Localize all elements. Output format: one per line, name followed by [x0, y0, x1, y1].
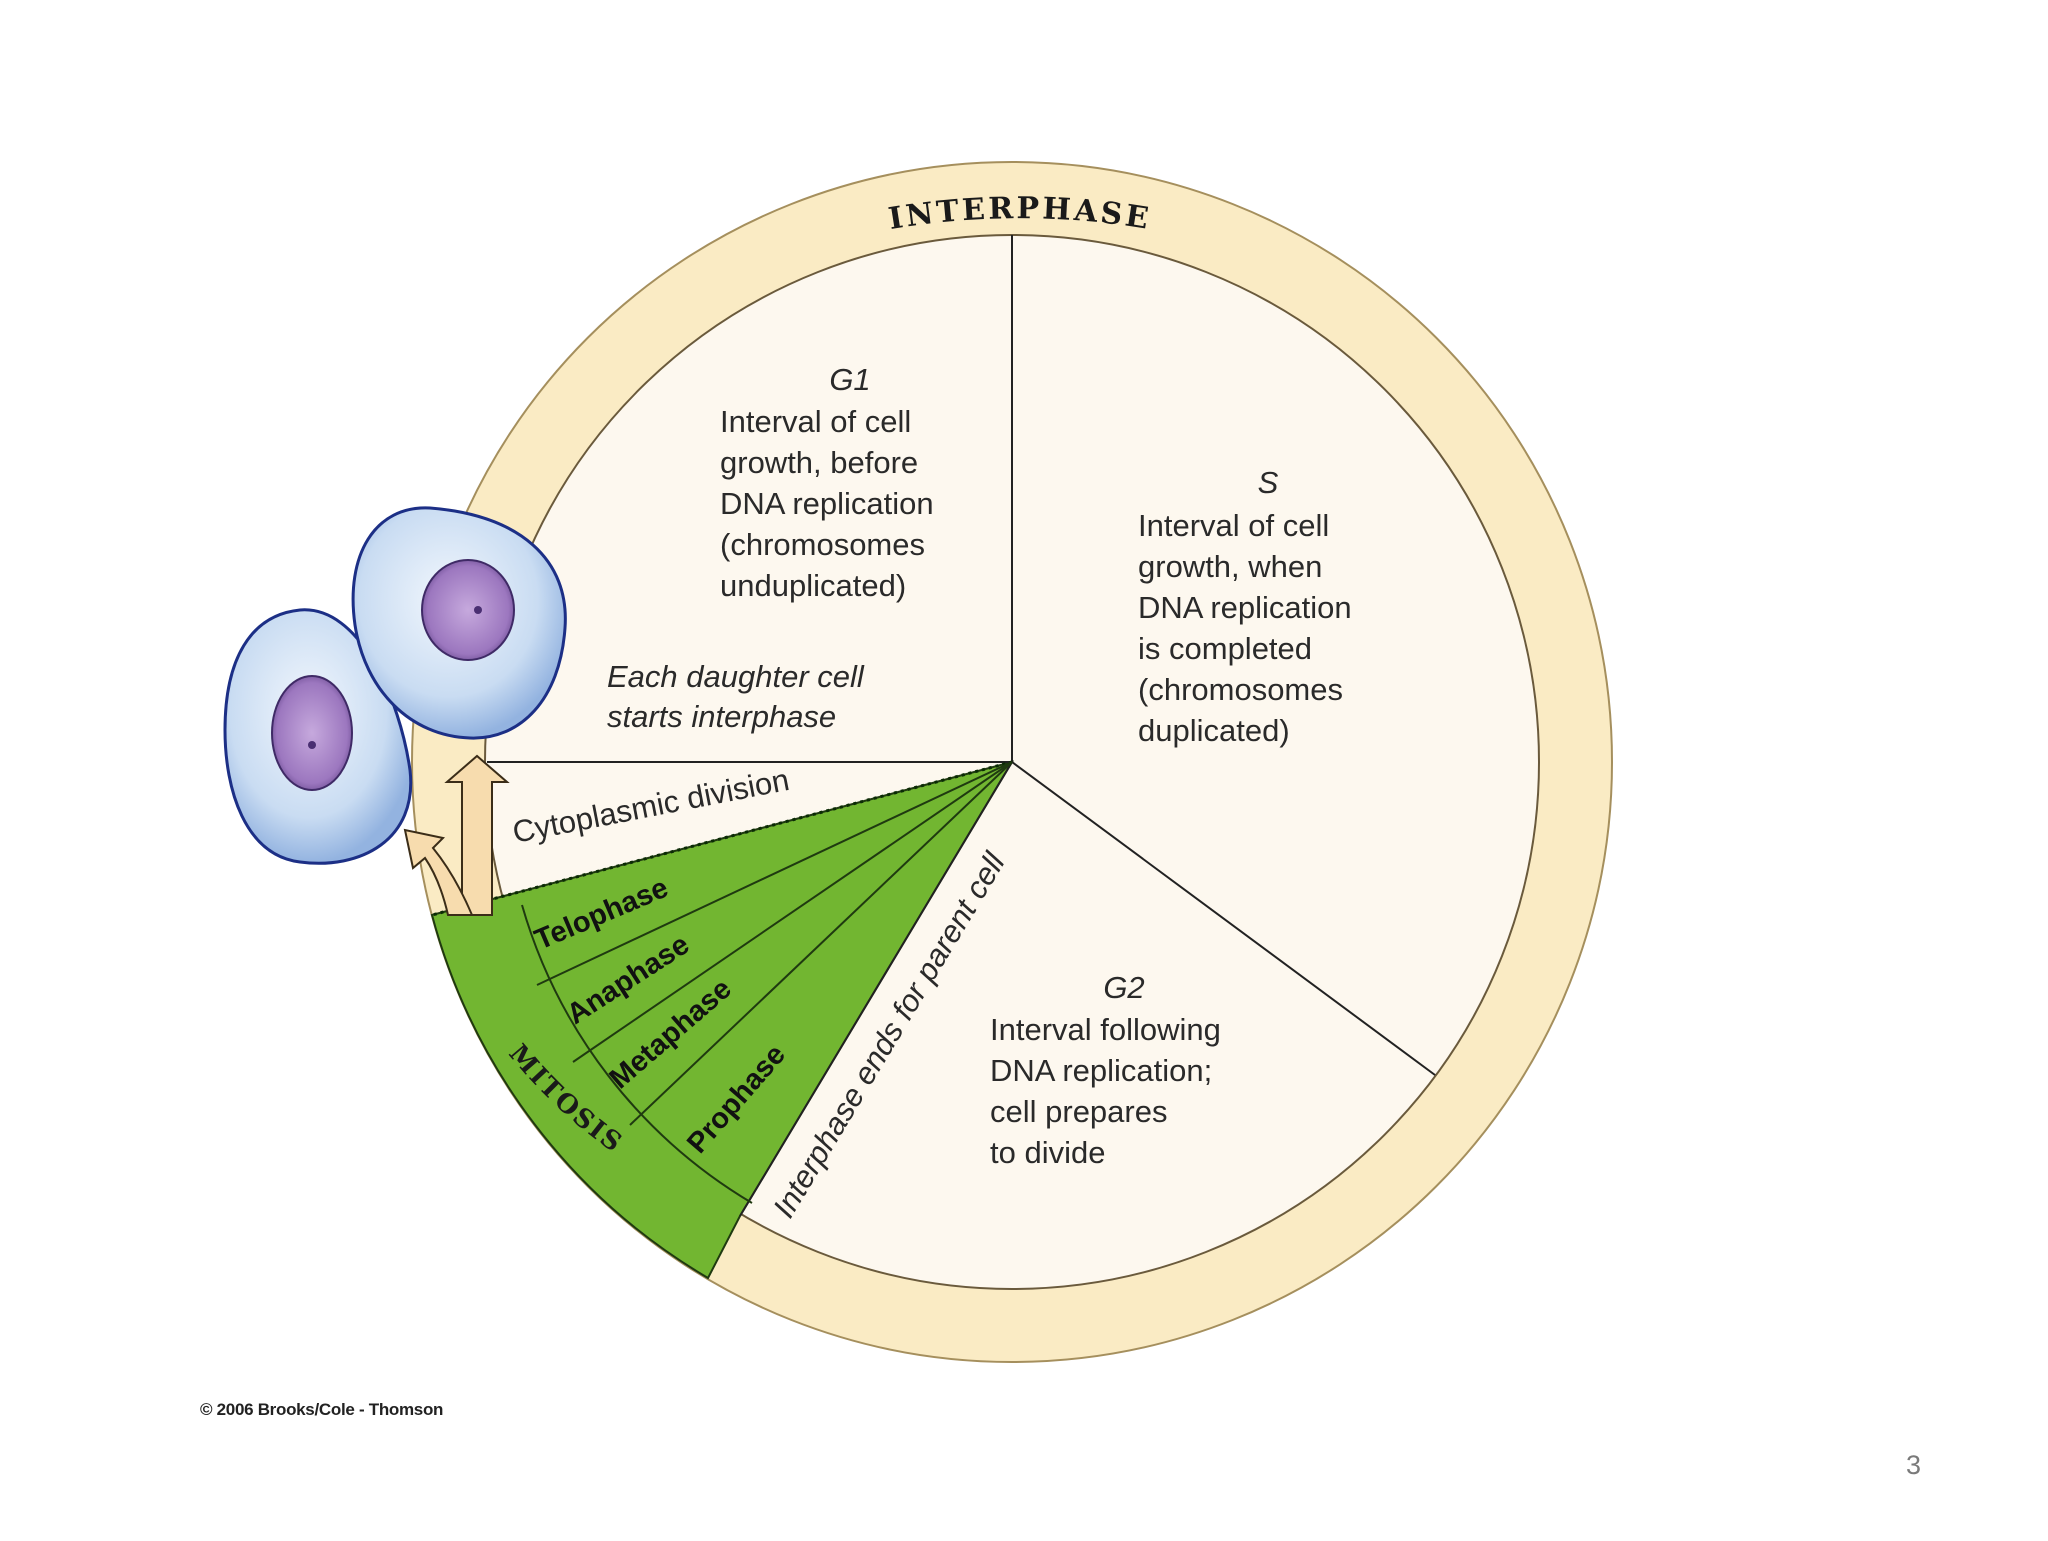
daughter-cell-left [223, 608, 413, 865]
g1-line-1: Interval of cell [720, 404, 911, 439]
g1-text-block: G1 Interval of cell growth, before DNA r… [720, 362, 934, 603]
g2-text-block: G2 Interval following DNA replication; c… [990, 970, 1221, 1170]
divider-mitosis-top [431, 760, 1013, 917]
page-number: 3 [1906, 1450, 1922, 1480]
daughter-cell-right [351, 506, 567, 740]
g2-line-1: Interval following [990, 1012, 1221, 1047]
mitosis-inner-arc [521, 904, 753, 1204]
arrow-up [444, 754, 510, 916]
g2-line-2: DNA replication; [990, 1053, 1212, 1088]
g1-line-5: unduplicated) [720, 568, 906, 603]
arrow-diagonal [403, 828, 474, 916]
s-text-block: S Interval of cell growth, when DNA repl… [1138, 465, 1352, 748]
daughter-note-line-2: starts interphase [607, 699, 836, 734]
stage-divider-3 [629, 761, 1013, 1126]
s-line-5: (chromosomes [1138, 672, 1343, 707]
g1-name: G1 [829, 362, 870, 397]
s-line-2: growth, when [1138, 549, 1322, 584]
s-line-6: duplicated) [1138, 713, 1290, 748]
stage-divider-2 [572, 761, 1013, 1063]
copyright-notice: © 2006 Brooks/Cole - Thomson [200, 1400, 444, 1419]
divider-s-g2 [1011, 761, 1436, 1076]
g2-line-3: cell prepares [990, 1094, 1167, 1129]
s-line-3: DNA replication [1138, 590, 1352, 625]
g1-line-4: (chromosomes [720, 527, 925, 562]
stage-divider-1 [536, 761, 1013, 986]
divider-mitosis-bottom [739, 761, 1013, 1217]
s-line-4: is completed [1138, 631, 1312, 666]
mitosis-wedge [430, 760, 1015, 1280]
s-line-1: Interval of cell [1138, 508, 1329, 543]
daughter-note-line-1: Each daughter cell [607, 659, 865, 694]
g1-line-3: DNA replication [720, 486, 934, 521]
g2-name: G2 [1103, 970, 1144, 1005]
daughter-note: Each daughter cell starts interphase [607, 659, 865, 734]
g2-line-4: to divide [990, 1135, 1105, 1170]
s-name: S [1258, 465, 1279, 500]
g1-line-2: growth, before [720, 445, 918, 480]
